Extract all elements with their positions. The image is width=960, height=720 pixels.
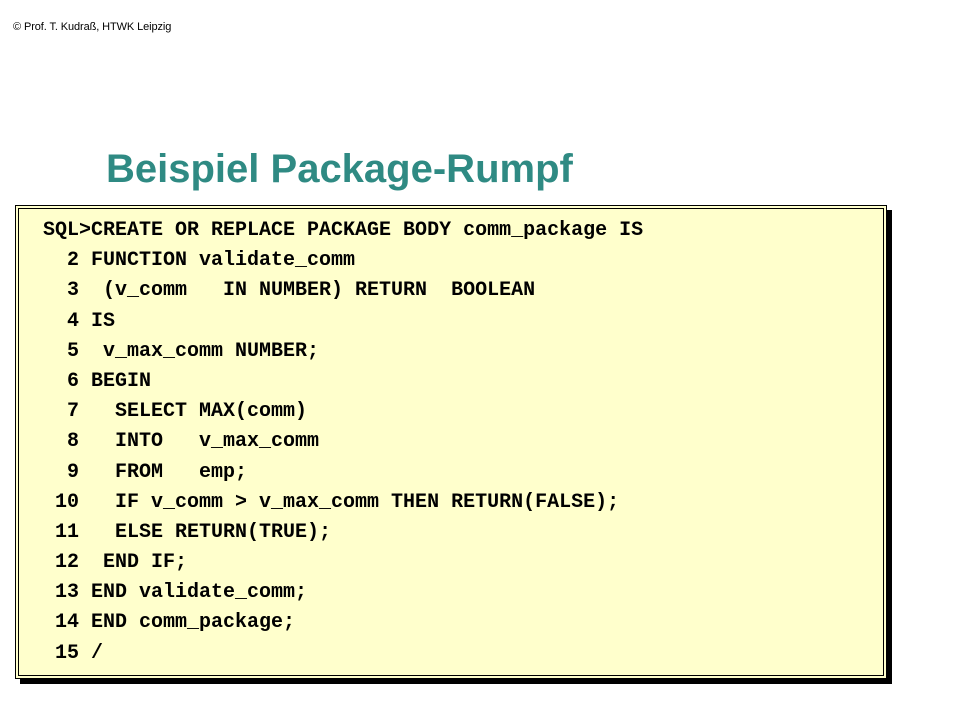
code-line: 13 END validate_comm; xyxy=(43,581,308,605)
code-line: 9 FROM emp; xyxy=(43,460,248,484)
code-line: 12 END IF; xyxy=(43,551,188,575)
code-line: 2 FUNCTION validate_comm xyxy=(43,249,356,273)
code-line: 4 IS xyxy=(43,309,116,333)
copyright-notice: © Prof. T. Kudraß, HTWK Leipzig xyxy=(13,21,172,33)
code-line: 10 IF v_comm > v_max_comm THEN RETURN(FA… xyxy=(43,490,620,514)
code-line: 7 SELECT MAX(comm) xyxy=(43,400,308,424)
code-line: 3 (v_comm IN NUMBER) RETURN BOOLEAN xyxy=(43,279,536,303)
code-line: 11 ELSE RETURN(TRUE); xyxy=(43,520,332,544)
code-box: SQL>CREATE OR REPLACE PACKAGE BODY comm_… xyxy=(15,205,887,679)
slide-title: Beispiel Package-Rumpf xyxy=(106,147,573,191)
code-line: 14 END comm_package; xyxy=(43,611,296,635)
code-line: 5 v_max_comm NUMBER; xyxy=(43,339,320,363)
code-listing: SQL>CREATE OR REPLACE PACKAGE BODY comm_… xyxy=(43,216,643,669)
code-line: 6 BEGIN xyxy=(43,369,152,393)
code-line: 15 / xyxy=(43,641,104,665)
code-line: SQL>CREATE OR REPLACE PACKAGE BODY comm_… xyxy=(43,219,644,242)
code-line: 8 INTO v_max_comm xyxy=(43,430,320,454)
